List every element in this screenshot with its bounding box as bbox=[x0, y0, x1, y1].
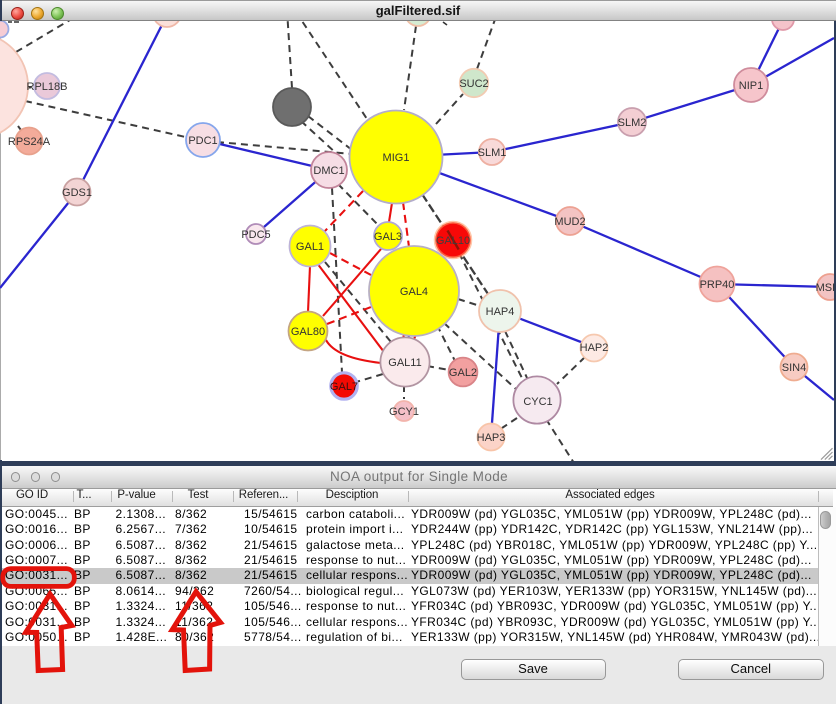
svg-text:CYC1: CYC1 bbox=[523, 396, 552, 408]
svg-text:MSL1: MSL1 bbox=[816, 282, 836, 294]
svg-text:DMC1: DMC1 bbox=[313, 165, 344, 177]
svg-text:GAL7: GAL7 bbox=[330, 381, 358, 393]
svg-text:GDS1: GDS1 bbox=[62, 187, 92, 199]
svg-text:GAL10: GAL10 bbox=[436, 235, 470, 247]
svg-text:GAL80: GAL80 bbox=[291, 326, 325, 338]
svg-text:GAL3: GAL3 bbox=[374, 231, 402, 243]
svg-text:RPL18B: RPL18B bbox=[27, 81, 68, 93]
svg-text:GAL11: GAL11 bbox=[388, 357, 421, 369]
svg-text:HAP4: HAP4 bbox=[486, 306, 515, 318]
svg-text:NIP1: NIP1 bbox=[739, 80, 763, 92]
svg-text:SUC2: SUC2 bbox=[459, 78, 488, 90]
svg-text:RPS24A: RPS24A bbox=[8, 136, 51, 148]
svg-text:HAP3: HAP3 bbox=[477, 432, 506, 444]
svg-text:MIG1: MIG1 bbox=[383, 152, 410, 164]
svg-text:GAL1: GAL1 bbox=[296, 241, 324, 253]
svg-text:MUD2: MUD2 bbox=[554, 216, 585, 228]
svg-text:SLM2: SLM2 bbox=[618, 117, 647, 129]
svg-text:HAP2: HAP2 bbox=[580, 342, 609, 354]
svg-text:PDC1: PDC1 bbox=[188, 135, 217, 147]
svg-text:GAL2: GAL2 bbox=[449, 367, 477, 379]
svg-text:PRP40: PRP40 bbox=[700, 279, 735, 291]
svg-text:GCY1: GCY1 bbox=[389, 406, 419, 418]
svg-text:GAL4: GAL4 bbox=[400, 286, 428, 298]
svg-text:SLM1: SLM1 bbox=[478, 147, 507, 159]
svg-text:PDC5: PDC5 bbox=[241, 229, 270, 241]
svg-text:SIN4: SIN4 bbox=[782, 362, 806, 374]
